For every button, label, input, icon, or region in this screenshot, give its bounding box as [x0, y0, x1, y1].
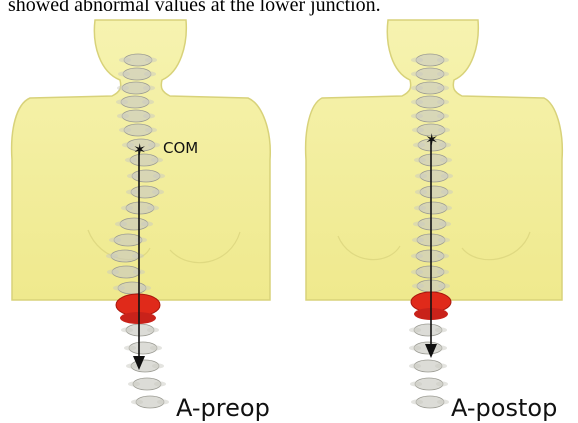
svg-text:✶: ✶ — [133, 140, 146, 159]
panel-label-preop: A-preop — [176, 393, 270, 423]
svg-text:✶: ✶ — [425, 130, 438, 149]
com-label: COM — [163, 139, 198, 157]
panel-label-postop: A-postop — [451, 393, 557, 423]
highlight-vertebra-left — [116, 294, 160, 324]
